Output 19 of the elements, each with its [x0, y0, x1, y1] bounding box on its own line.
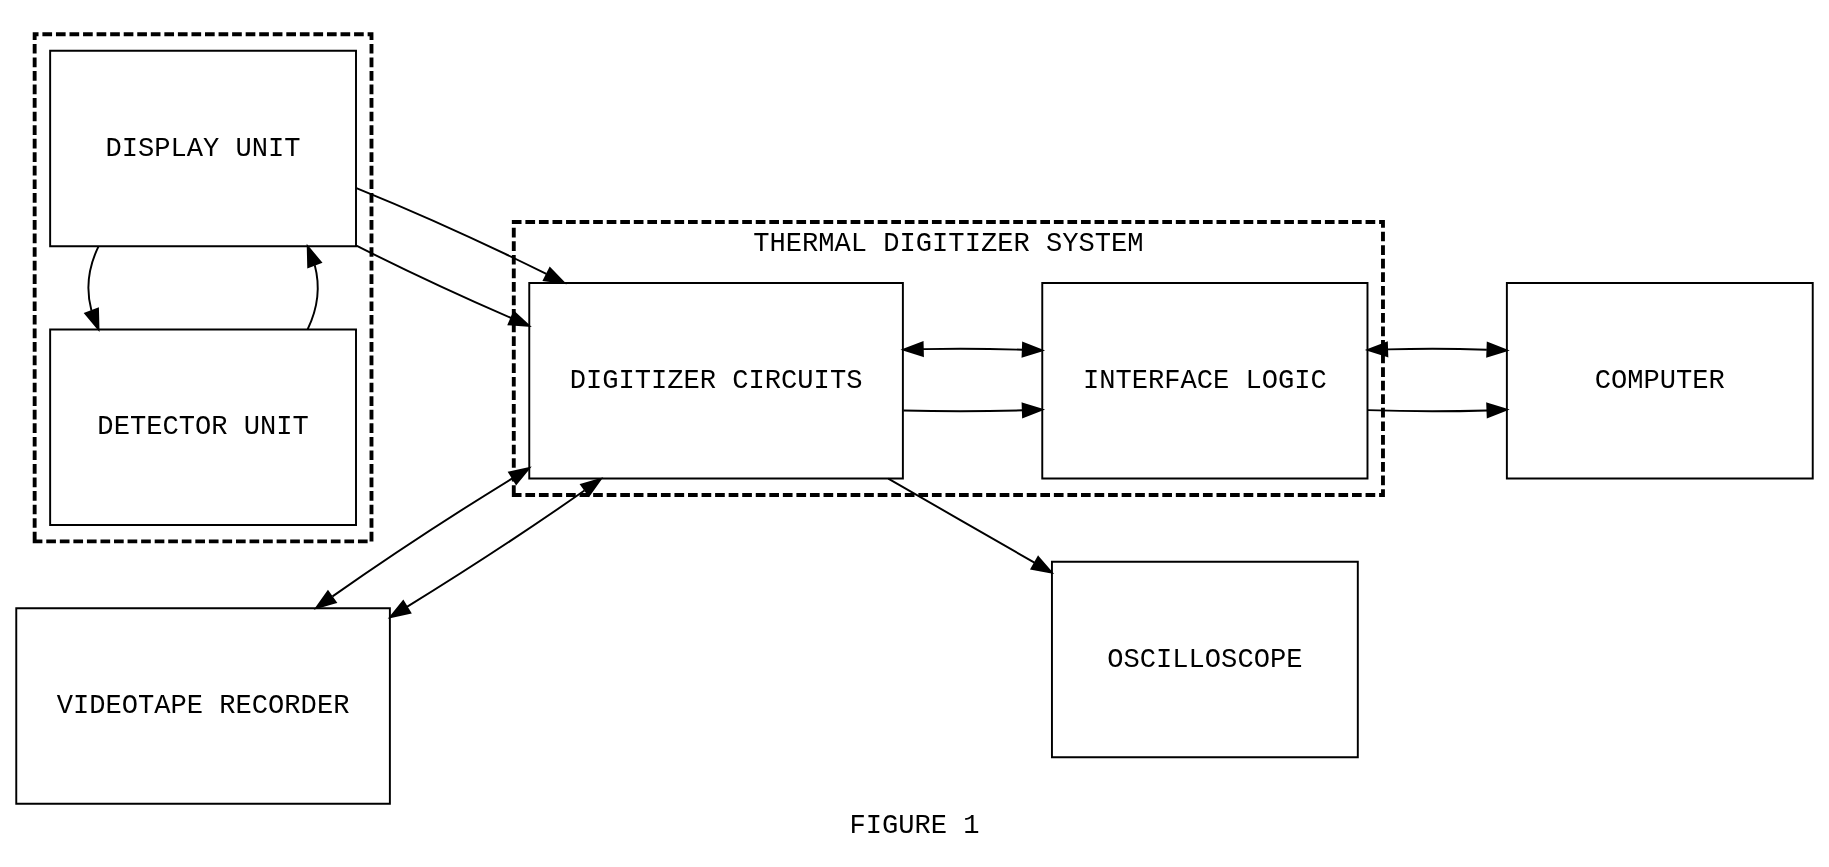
node-box: DIGITIZER CIRCUITS	[528, 282, 904, 480]
arrow	[887, 477, 1055, 574]
arrow	[355, 244, 532, 327]
node-box: DISPLAY UNIT	[49, 49, 357, 248]
caption: FIGURE 1	[849, 810, 980, 842]
arrow	[387, 477, 604, 619]
arrow	[83, 245, 100, 332]
arrow	[900, 341, 1046, 358]
node-box: OSCILLOSCOPE	[1051, 560, 1359, 759]
arrow	[902, 402, 1046, 419]
node-box: COMPUTER	[1505, 282, 1814, 480]
arrow	[313, 466, 532, 610]
arrow	[306, 243, 323, 331]
cluster	[32, 32, 374, 544]
arrow	[1364, 341, 1510, 358]
node-box: DETECTOR UNIT	[49, 328, 357, 526]
arrow	[1366, 402, 1510, 419]
node-box: INTERFACE LOGIC	[1041, 282, 1369, 480]
node-box: VIDEOTAPE RECORDER	[15, 607, 391, 805]
